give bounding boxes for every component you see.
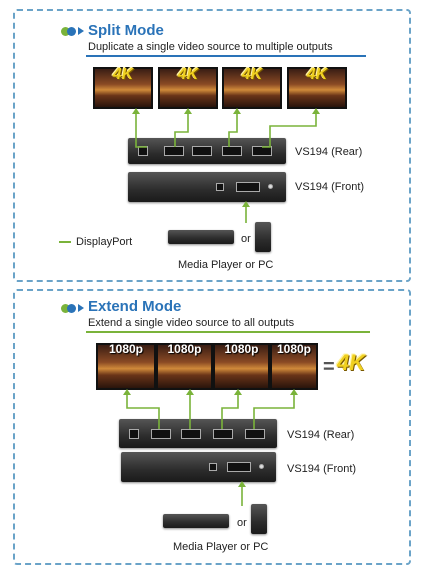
split-monitor: 4K bbox=[287, 66, 347, 109]
split-title-rule bbox=[86, 55, 366, 57]
split-or-label: or bbox=[241, 233, 251, 245]
title-arrow-icon bbox=[78, 304, 84, 312]
split-monitor: 4K bbox=[222, 66, 282, 109]
front-display bbox=[236, 182, 260, 192]
result-4k-badge: 4K bbox=[337, 350, 366, 375]
front-port bbox=[216, 183, 224, 191]
displayport-port bbox=[222, 146, 242, 156]
monitor-badge: 1080p bbox=[276, 342, 312, 356]
split-source-label: Media Player or PC bbox=[178, 259, 274, 271]
front-display bbox=[227, 462, 251, 472]
front-port bbox=[209, 463, 217, 471]
split-rear-label: VS194 (Rear) bbox=[295, 146, 363, 158]
front-led bbox=[259, 464, 264, 469]
title-dot-green bbox=[61, 304, 70, 313]
extend-mode-panel bbox=[13, 289, 411, 565]
extend-mode-subtitle: Extend a single video source to all outp… bbox=[88, 317, 295, 329]
extend-or-label: or bbox=[237, 517, 247, 529]
monitor-badge: 1080p bbox=[224, 342, 259, 356]
title-arrow-icon bbox=[78, 27, 84, 35]
displayport-port bbox=[164, 146, 184, 156]
split-front-label: VS194 (Front) bbox=[295, 181, 365, 193]
split-mode-panel bbox=[13, 9, 411, 282]
monitor-badge: 4K bbox=[306, 66, 328, 83]
extend-front-device bbox=[121, 452, 276, 482]
split-media-player-icon bbox=[168, 230, 234, 244]
split-monitor: 4K bbox=[158, 66, 218, 109]
displayport-port bbox=[245, 429, 265, 439]
extend-monitor: 1080p bbox=[156, 342, 213, 390]
split-front-device bbox=[128, 172, 286, 202]
extend-pc-tower-icon bbox=[251, 504, 267, 534]
title-dot-green bbox=[61, 27, 70, 36]
displayport-port bbox=[213, 429, 233, 439]
power-port bbox=[129, 429, 139, 439]
extend-rear-label: VS194 (Rear) bbox=[287, 429, 355, 441]
monitor-badge: 4K bbox=[241, 66, 263, 83]
displayport-port bbox=[151, 429, 171, 439]
monitor-badge: 4K bbox=[112, 66, 134, 83]
monitor-badge: 4K bbox=[177, 66, 199, 83]
extend-source-label: Media Player or PC bbox=[173, 541, 269, 553]
monitor-badge: 1080p bbox=[108, 342, 144, 356]
legend-label: DisplayPort bbox=[76, 236, 133, 248]
equals-sign: = bbox=[323, 356, 335, 378]
monitor-badge: 1080p bbox=[167, 342, 202, 356]
extend-mode-title: Extend Mode bbox=[88, 298, 182, 315]
extend-monitor: 1080p bbox=[96, 342, 156, 390]
extend-title-rule bbox=[86, 331, 370, 333]
extend-rear-device bbox=[119, 419, 277, 448]
displayport-port bbox=[181, 429, 201, 439]
split-mode-subtitle: Duplicate a single video source to multi… bbox=[88, 41, 333, 53]
split-monitor: 4K bbox=[93, 66, 153, 109]
split-pc-tower-icon bbox=[255, 222, 271, 252]
title-dot-blue bbox=[67, 27, 76, 36]
title-dot-blue bbox=[67, 304, 76, 313]
split-rear-device bbox=[128, 138, 286, 164]
extend-front-label: VS194 (Front) bbox=[287, 463, 357, 475]
extend-media-player-icon bbox=[163, 514, 229, 528]
split-mode-title: Split Mode bbox=[88, 22, 164, 39]
legend-line bbox=[59, 241, 71, 243]
displayport-port bbox=[192, 146, 212, 156]
extend-monitor: 1080p bbox=[213, 342, 270, 390]
front-led bbox=[268, 184, 273, 189]
